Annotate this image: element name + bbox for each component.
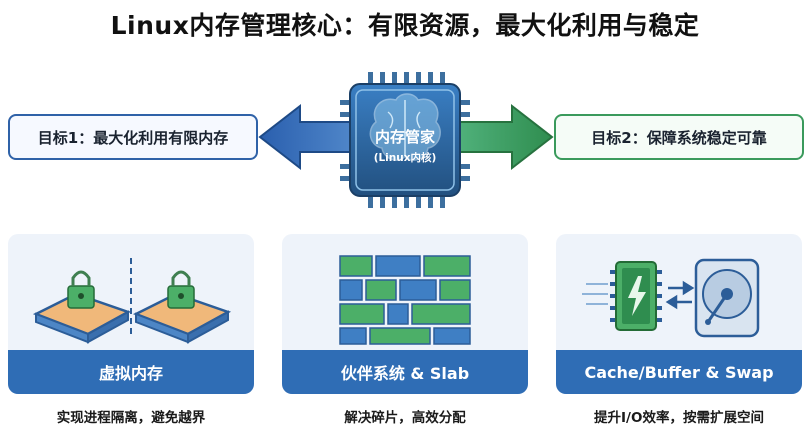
locked-boxes-icon [32, 258, 232, 344]
goal-2-text: 目标2：保障系统稳定可靠 [591, 128, 767, 147]
chip-label: 内存管家 [374, 128, 435, 146]
caption-buddy-slab: 解决碎片，高效分配 [344, 410, 466, 426]
hard-disk-icon [694, 258, 760, 338]
chip-sublabel: (Linux内核) [373, 152, 437, 164]
ram-icon [610, 261, 662, 331]
goal-1-box: 目标1：最大化利用有限内存 [8, 114, 258, 160]
goal-1-text: 目标1：最大化利用有限内存 [37, 128, 229, 147]
goal-2-box: 目标2：保障系统稳定可靠 [554, 114, 804, 160]
right-arrow [459, 103, 554, 171]
ram-disk-icon [582, 258, 760, 338]
memory-blocks-icon [339, 255, 471, 345]
card-virtual-memory: 虚拟内存 [8, 234, 254, 394]
caption-cache-swap: 提升I/O效率，按需扩展空间 [594, 410, 764, 426]
card-cache-swap: Cache/Buffer & Swap [556, 234, 802, 394]
card-cache-swap-title: Cache/Buffer & Swap [556, 350, 802, 394]
card-buddy-slab: 伙伴系统 & Slab [282, 234, 528, 394]
left-arrow [258, 103, 353, 171]
card-virtual-memory-title: 虚拟内存 [8, 350, 254, 394]
page-title: Linux内存管理核心：有限资源，最大化利用与稳定 [110, 11, 700, 40]
caption-virtual-memory: 实现进程隔离，避免越界 [56, 410, 206, 426]
brain-chip-icon [349, 83, 461, 197]
chip-pins [340, 72, 470, 208]
card-buddy-slab-title: 伙伴系统 & Slab [282, 350, 528, 394]
